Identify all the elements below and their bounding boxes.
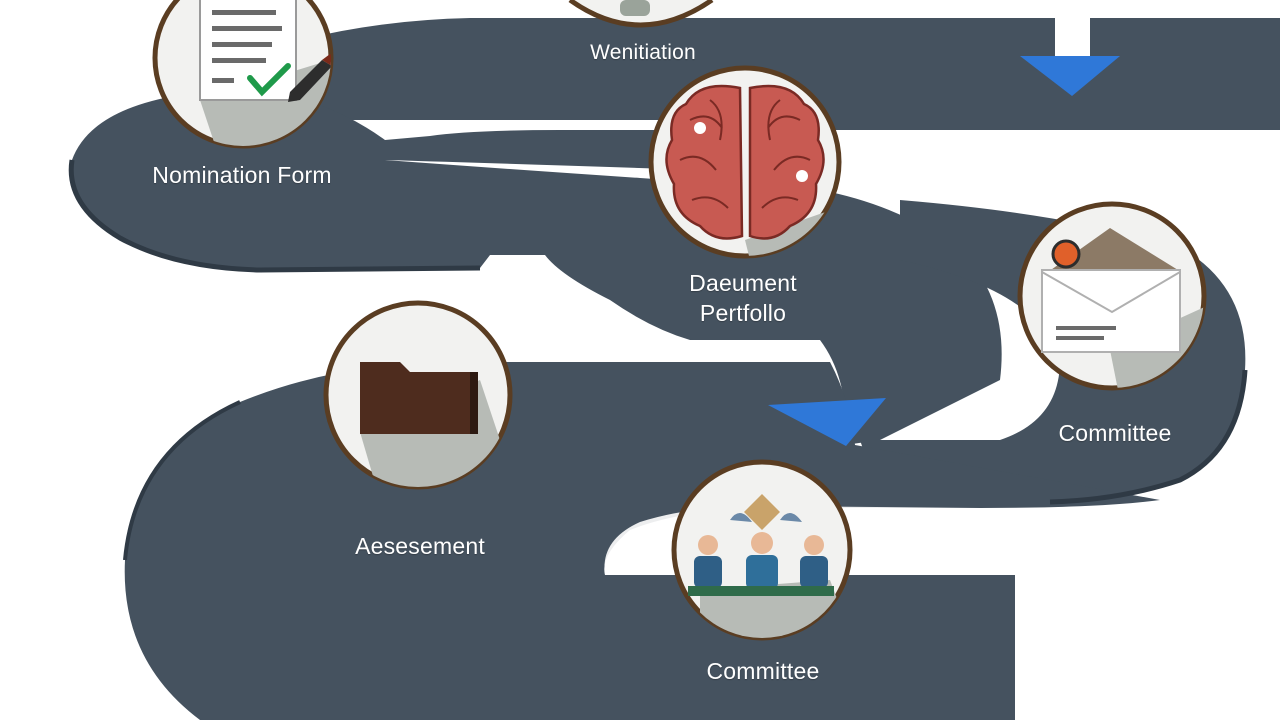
step-label-committee-panel: Committee xyxy=(706,658,820,684)
committee-people-icon xyxy=(688,494,850,638)
node-nomination-form xyxy=(152,0,334,149)
road-lower-band xyxy=(124,362,1160,720)
step-label-document-portfolio-line1: Daeument xyxy=(689,270,797,296)
step-label-assessment: Aesesement xyxy=(355,533,485,559)
node-committee-panel xyxy=(671,459,853,641)
step-label-identification: Wenitiation xyxy=(590,41,696,64)
arrow-down-icon xyxy=(1020,56,1120,96)
step-label-document-portfolio-line2: Pertfollo xyxy=(699,300,787,326)
step-label-committee-review: Committee xyxy=(1058,420,1172,446)
node-identification xyxy=(568,0,714,28)
road-left-sweep xyxy=(71,90,1002,445)
stethoscope-icon xyxy=(620,0,650,16)
node-committee-review xyxy=(1017,201,1207,391)
arrow-down-icon xyxy=(768,398,886,446)
step-label-nomination-form: Nomination Form xyxy=(152,162,332,188)
